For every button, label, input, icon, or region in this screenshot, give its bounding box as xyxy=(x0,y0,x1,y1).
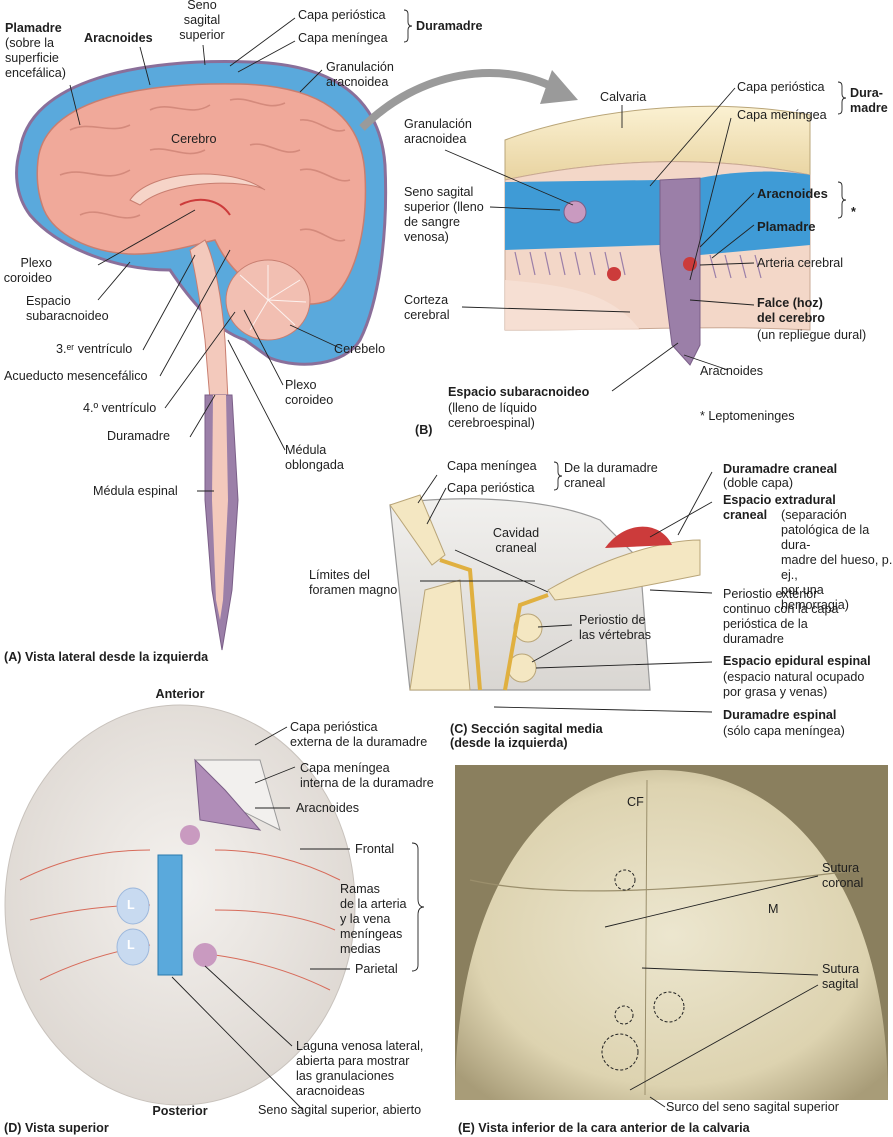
panel-c-section xyxy=(389,494,701,691)
espacio-note-b: (lleno de líquido cerebroespinal) xyxy=(448,401,537,430)
seno-sagital-b: Seno sagital superior (lleno de sangre v… xyxy=(404,185,484,244)
posterior-label: Posterior xyxy=(152,1104,208,1118)
capa-periostica-c: Capa perióstica xyxy=(447,481,535,495)
dura-craneal-note: (doble capa) xyxy=(723,476,794,490)
aracnoides-d: Aracnoides xyxy=(296,801,360,815)
plexo-coroideo-2: Plexo coroideo xyxy=(285,378,334,407)
plamadre-b: Plamadre xyxy=(757,219,816,234)
panel-a-brain-lateral xyxy=(15,60,388,651)
seno-abierto-label: Seno sagital superior, abierto xyxy=(258,1103,422,1117)
espacio-subaracnoideo-a: Espacio subaracnoideo xyxy=(26,294,109,323)
corteza-cerebral: Corteza cerebral xyxy=(404,293,450,322)
epidural-title: Espacio epidural espinal xyxy=(723,654,871,668)
caption-b: (B) xyxy=(415,423,433,437)
medula-oblongada: Médula oblongada xyxy=(285,443,344,472)
duramadre-group-a: Duramadre xyxy=(416,19,483,33)
panel-d-skull xyxy=(4,704,356,1106)
granulacion-b: Granulación aracnoidea xyxy=(404,117,472,146)
dura-espinal-title: Duramadre espinal xyxy=(723,708,837,722)
caption-e: (E) Vista inferior de la cara anterior d… xyxy=(458,1121,750,1135)
leader-lines xyxy=(69,9,847,1110)
dura-espinal-note: (sólo capa meníngea) xyxy=(723,724,845,738)
panel-e-photo xyxy=(455,765,888,1100)
sinus-opened xyxy=(157,854,183,976)
seno-sagital-label: Seno sagital superior xyxy=(179,0,225,42)
capa-meningea-a: Capa meníngea xyxy=(298,31,388,45)
sutura-coronal: Sutura coronal xyxy=(822,861,864,890)
medula-espinal: Médula espinal xyxy=(93,484,178,498)
tercer-ventriculo: 3.ᵉʳ ventrículo xyxy=(56,342,133,356)
falce-title: Falce (hoz) del cerebro xyxy=(757,296,825,325)
capa-meningea-c: Capa meníngea xyxy=(447,459,537,473)
dura-craneal-title: Duramadre craneal xyxy=(723,462,838,476)
falce-note: (un repliegue dural) xyxy=(757,328,867,342)
arteria-cerebral: Arteria cerebral xyxy=(757,256,844,270)
leptomeninges-note: * Leptomeninges xyxy=(700,409,795,423)
caption-c: (C) Sección sagital media (desde la izqu… xyxy=(450,722,603,750)
capa-meningea-b: Capa meníngea xyxy=(737,108,827,122)
granulacion-a: Granulación aracnoidea xyxy=(326,60,394,89)
cerebral-artery xyxy=(607,267,621,281)
de-la-dura: De la duramadre craneal xyxy=(564,461,658,490)
aracnoides-low: Aracnoides xyxy=(700,364,764,378)
cavidad-craneal: Cavidad craneal xyxy=(492,526,540,555)
asterisk-mark: * xyxy=(851,205,856,219)
acueducto-label: Acueducto mesencefálico xyxy=(4,369,148,383)
capa-periostica-a: Capa perióstica xyxy=(298,8,386,22)
extradural-note: (separación patológica de la dura- madre… xyxy=(781,508,893,612)
anterior-label: Anterior xyxy=(155,687,205,701)
periostio-vertebras: Periostio de las vértebras xyxy=(579,613,652,642)
laguna-label: Laguna venosa lateral, abierta para most… xyxy=(296,1039,424,1098)
limites-foramen: Límites del foramen magno xyxy=(309,568,398,597)
epidural-note: (espacio natural ocupado por grasa y ven… xyxy=(723,670,865,699)
capa-periostica-b: Capa perióstica xyxy=(737,80,825,94)
plamadre-note: (sobre la superficie encefálica) xyxy=(5,36,66,80)
panel-b-block xyxy=(504,105,811,366)
l-label-upper: L xyxy=(127,898,135,912)
frontal-label: Frontal xyxy=(355,842,395,856)
m-label: M xyxy=(768,902,779,916)
ramas-label: Ramas de la arteria y la vena meníngeas … xyxy=(340,882,407,956)
capa-periostica-d: Capa perióstica externa de la duramadre xyxy=(290,720,428,749)
cerebelo-label: Cerebelo xyxy=(334,342,386,356)
cf-label: CF xyxy=(627,795,644,809)
connector-arrow xyxy=(359,69,557,131)
aracnoides-label: Aracnoides xyxy=(84,31,153,45)
duramadre-group-b: Dura- madre xyxy=(850,86,888,115)
sutura-sagital: Sutura sagital xyxy=(822,962,860,991)
caption-d: (D) Vista superior xyxy=(4,1121,109,1135)
capa-meningea-d: Capa meníngea interna de la duramadre xyxy=(300,761,434,790)
plexo-coroideo-1: Plexo coroideo xyxy=(3,256,52,285)
aracnoides-b: Aracnoides xyxy=(757,186,828,201)
espacio-subaracnoideo-b: Espacio subaracnoideo xyxy=(448,385,590,399)
duramadre-label: Duramadre xyxy=(107,429,170,443)
periostio-exterior: Periostio exterior continuo con la capa … xyxy=(723,587,839,646)
cerebro-label: Cerebro xyxy=(171,132,217,146)
caption-a: (A) Vista lateral desde la izquierda xyxy=(4,650,209,664)
extradural-title: Espacio extradural craneal xyxy=(723,493,836,522)
falx xyxy=(659,177,701,366)
l-label-lower: L xyxy=(127,938,135,952)
spinal-cord xyxy=(212,395,228,620)
calvaria-label: Calvaria xyxy=(600,90,647,104)
parietal-label: Parietal xyxy=(355,962,398,976)
surco-label: Surco del seno sagital superior xyxy=(666,1100,839,1114)
cuarto-ventriculo: 4.º ventrículo xyxy=(83,401,157,415)
plamadre-title: Plamadre xyxy=(5,21,62,35)
